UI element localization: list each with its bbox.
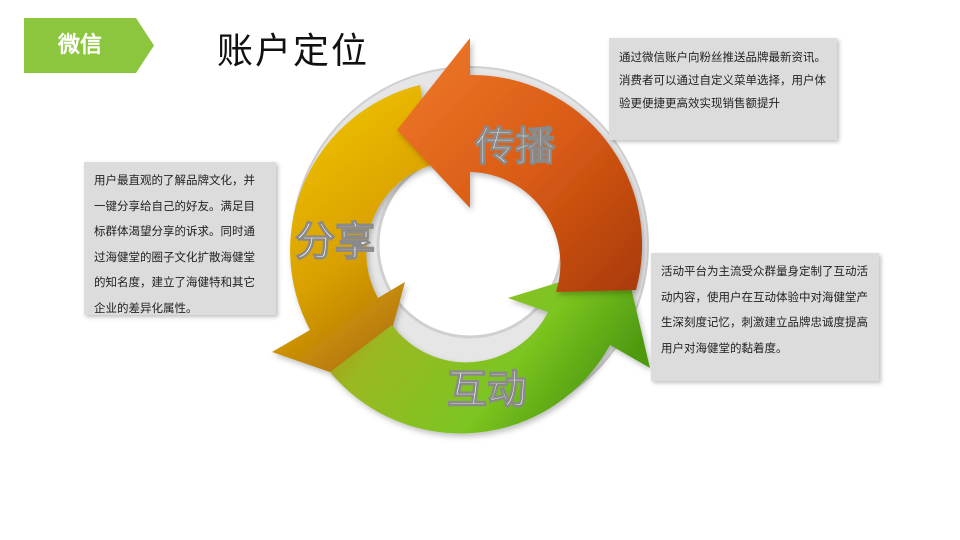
stage-label-spread: 传播 xyxy=(474,124,556,170)
share-description: 用户最直观的了解品牌文化，并一键分享给自己的好友。满足目标群体渴望分享的诉求。同… xyxy=(84,162,276,315)
stage-label-interact: 互动 xyxy=(447,367,527,413)
spread-description-text: 通过微信账户向粉丝推送品牌最新资讯。消费者可以通过自定义菜单选择，用户体验更便捷… xyxy=(619,50,826,110)
tag-label: 微信 xyxy=(57,33,102,58)
spread-description: 通过微信账户向粉丝推送品牌最新资讯。消费者可以通过自定义菜单选择，用户体验更便捷… xyxy=(609,38,837,140)
stage-label-share: 分享 xyxy=(295,219,375,265)
wechat-tag: 微信 xyxy=(24,18,154,73)
share-arrow xyxy=(272,85,432,388)
spread-arrow xyxy=(397,38,643,292)
tag-arrow-shape xyxy=(24,18,154,73)
page-title: 账户定位 xyxy=(217,31,370,72)
share-description-text: 用户最直观的了解品牌文化，并一键分享给自己的好友。满足目标群体渴望分享的诉求。同… xyxy=(94,173,255,315)
interact-arrow xyxy=(330,262,650,434)
interact-description-text: 活动平台为主流受众群量身定制了互动活动内容，使用户在互动体验中对海健堂产生深刻度… xyxy=(661,264,868,355)
interact-description: 活动平台为主流受众群量身定制了互动活动内容，使用户在互动体验中对海健堂产生深刻度… xyxy=(651,253,879,381)
